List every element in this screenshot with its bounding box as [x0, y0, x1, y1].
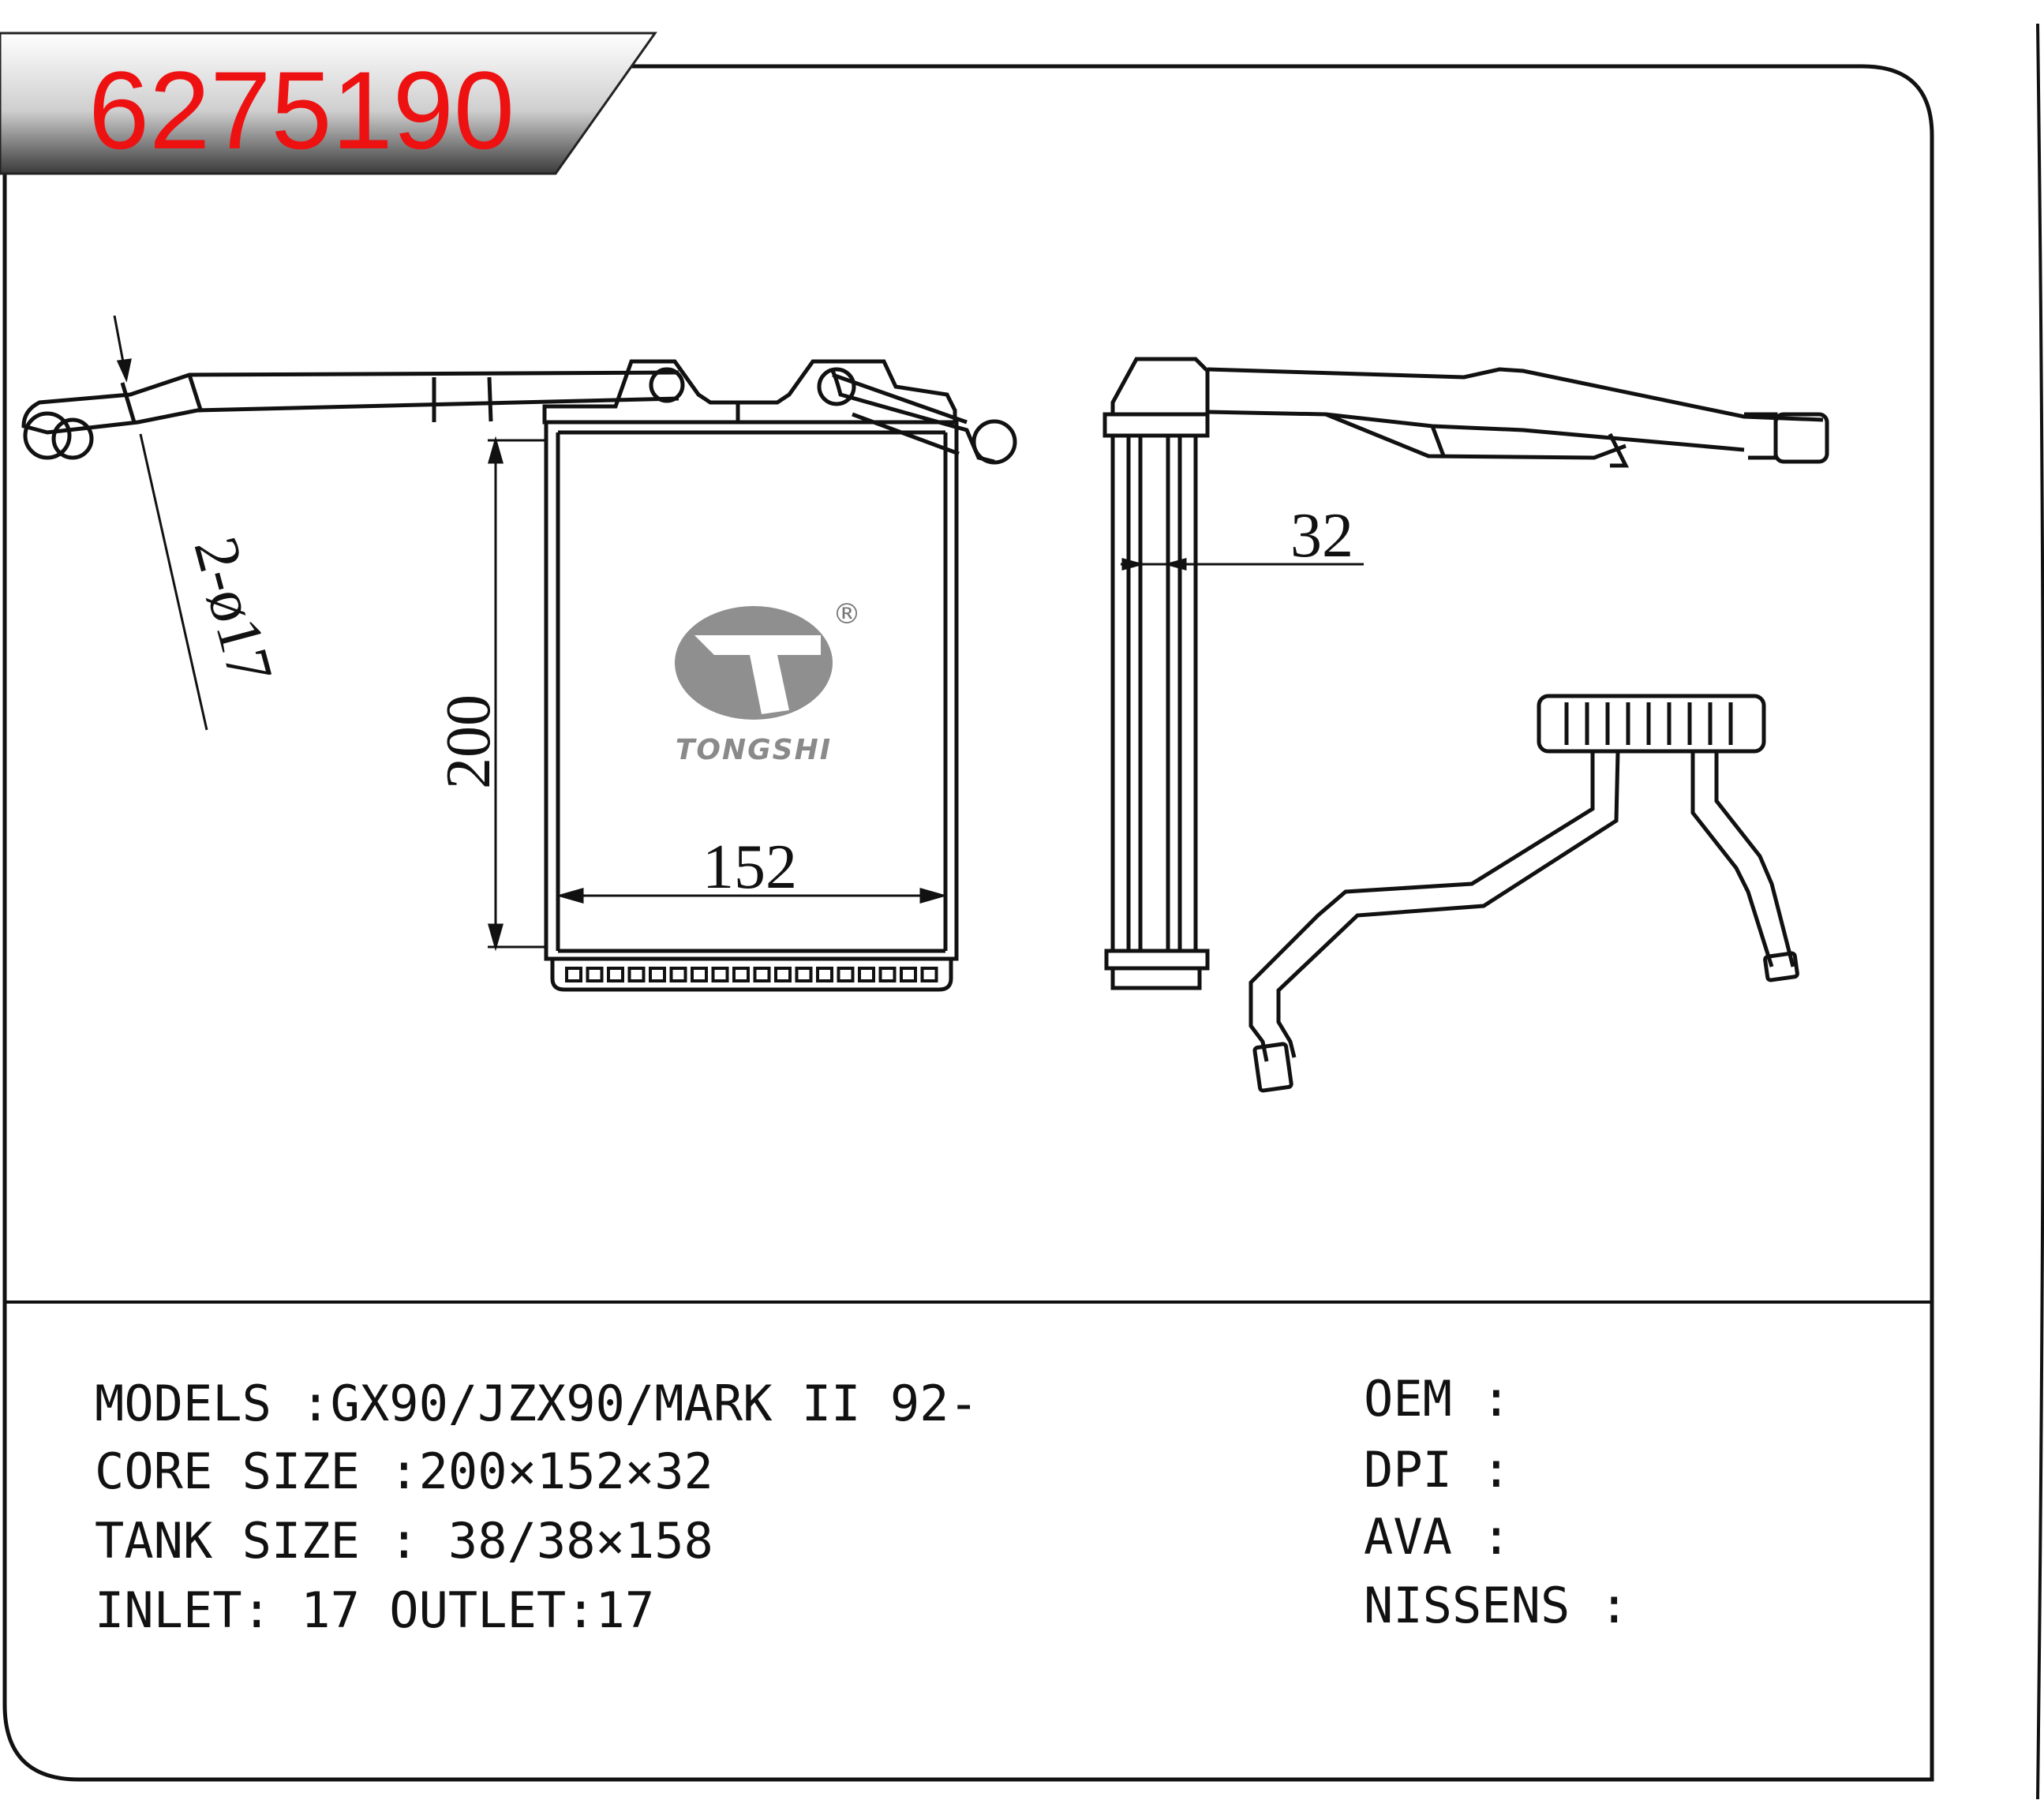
tank-tab	[711, 967, 729, 982]
pipe-view-left-pipe	[1248, 750, 1620, 1062]
tank-tab	[691, 967, 708, 982]
registered-mark: ®	[833, 598, 861, 631]
right-edge-arc	[2036, 23, 2044, 1800]
ref-oem: OEM :	[1364, 1370, 1511, 1428]
bottom-tank	[550, 956, 953, 992]
pipe-view-right-pipe	[1690, 751, 1795, 967]
side-view	[1102, 357, 1829, 990]
brand-name: TONGSHI	[676, 734, 832, 766]
pipe-diameter-dimension: 2-ø17	[180, 530, 285, 690]
width-dimension: 152	[702, 833, 797, 902]
height-dimension: 200	[434, 694, 504, 789]
spec-inlet-outlet: INLET: 17 OUTLET:17	[95, 1581, 655, 1639]
ref-ava: AVA :	[1364, 1508, 1511, 1566]
part-number-tag	[0, 32, 657, 175]
tank-tab	[774, 967, 792, 982]
tank-tab	[795, 967, 813, 982]
outlet-port	[971, 419, 1017, 465]
drawing-frame	[2, 64, 1934, 1782]
thickness-dimension: 32	[1290, 501, 1353, 571]
tank-tab	[649, 967, 666, 982]
tongshi-logo: ® TONGSHI	[675, 598, 861, 766]
inlet-pipe	[21, 370, 679, 435]
tank-tab	[607, 967, 624, 982]
tank-tab	[753, 967, 771, 982]
tank-tab	[669, 967, 687, 982]
tank-tab	[732, 967, 750, 982]
tank-tab	[586, 967, 604, 982]
thickness-dimension-lines	[1121, 558, 1364, 571]
ref-dpi: DPI :	[1364, 1441, 1511, 1499]
front-view	[21, 359, 1017, 992]
side-pipe	[1207, 367, 1824, 452]
spec-tank-size: TANK SIZE : 38/38×158	[95, 1512, 713, 1570]
part-number: 6275190	[88, 48, 515, 172]
bottom-tank-tabs	[565, 967, 938, 982]
tank-tab	[920, 967, 938, 982]
pipe-view	[1248, 694, 1799, 1093]
ref-nissens: NISSENS :	[1364, 1577, 1629, 1634]
tank-tab	[878, 967, 897, 982]
tank-tab	[858, 967, 875, 982]
inlet-port	[23, 411, 72, 460]
tank-tab	[837, 967, 855, 982]
tank-tab	[627, 967, 646, 982]
pipe-view-tank	[1537, 694, 1766, 754]
tank-tab	[900, 967, 917, 982]
spec-core-size: CORE SIZE :200×152×32	[95, 1443, 713, 1500]
tank-tab	[816, 967, 833, 982]
front-dimensions	[113, 315, 948, 952]
top-tank	[542, 359, 957, 425]
spec-models: MODELS :GX90/JZX90/MARK II 92-	[95, 1375, 979, 1432]
tank-tab	[565, 967, 582, 982]
